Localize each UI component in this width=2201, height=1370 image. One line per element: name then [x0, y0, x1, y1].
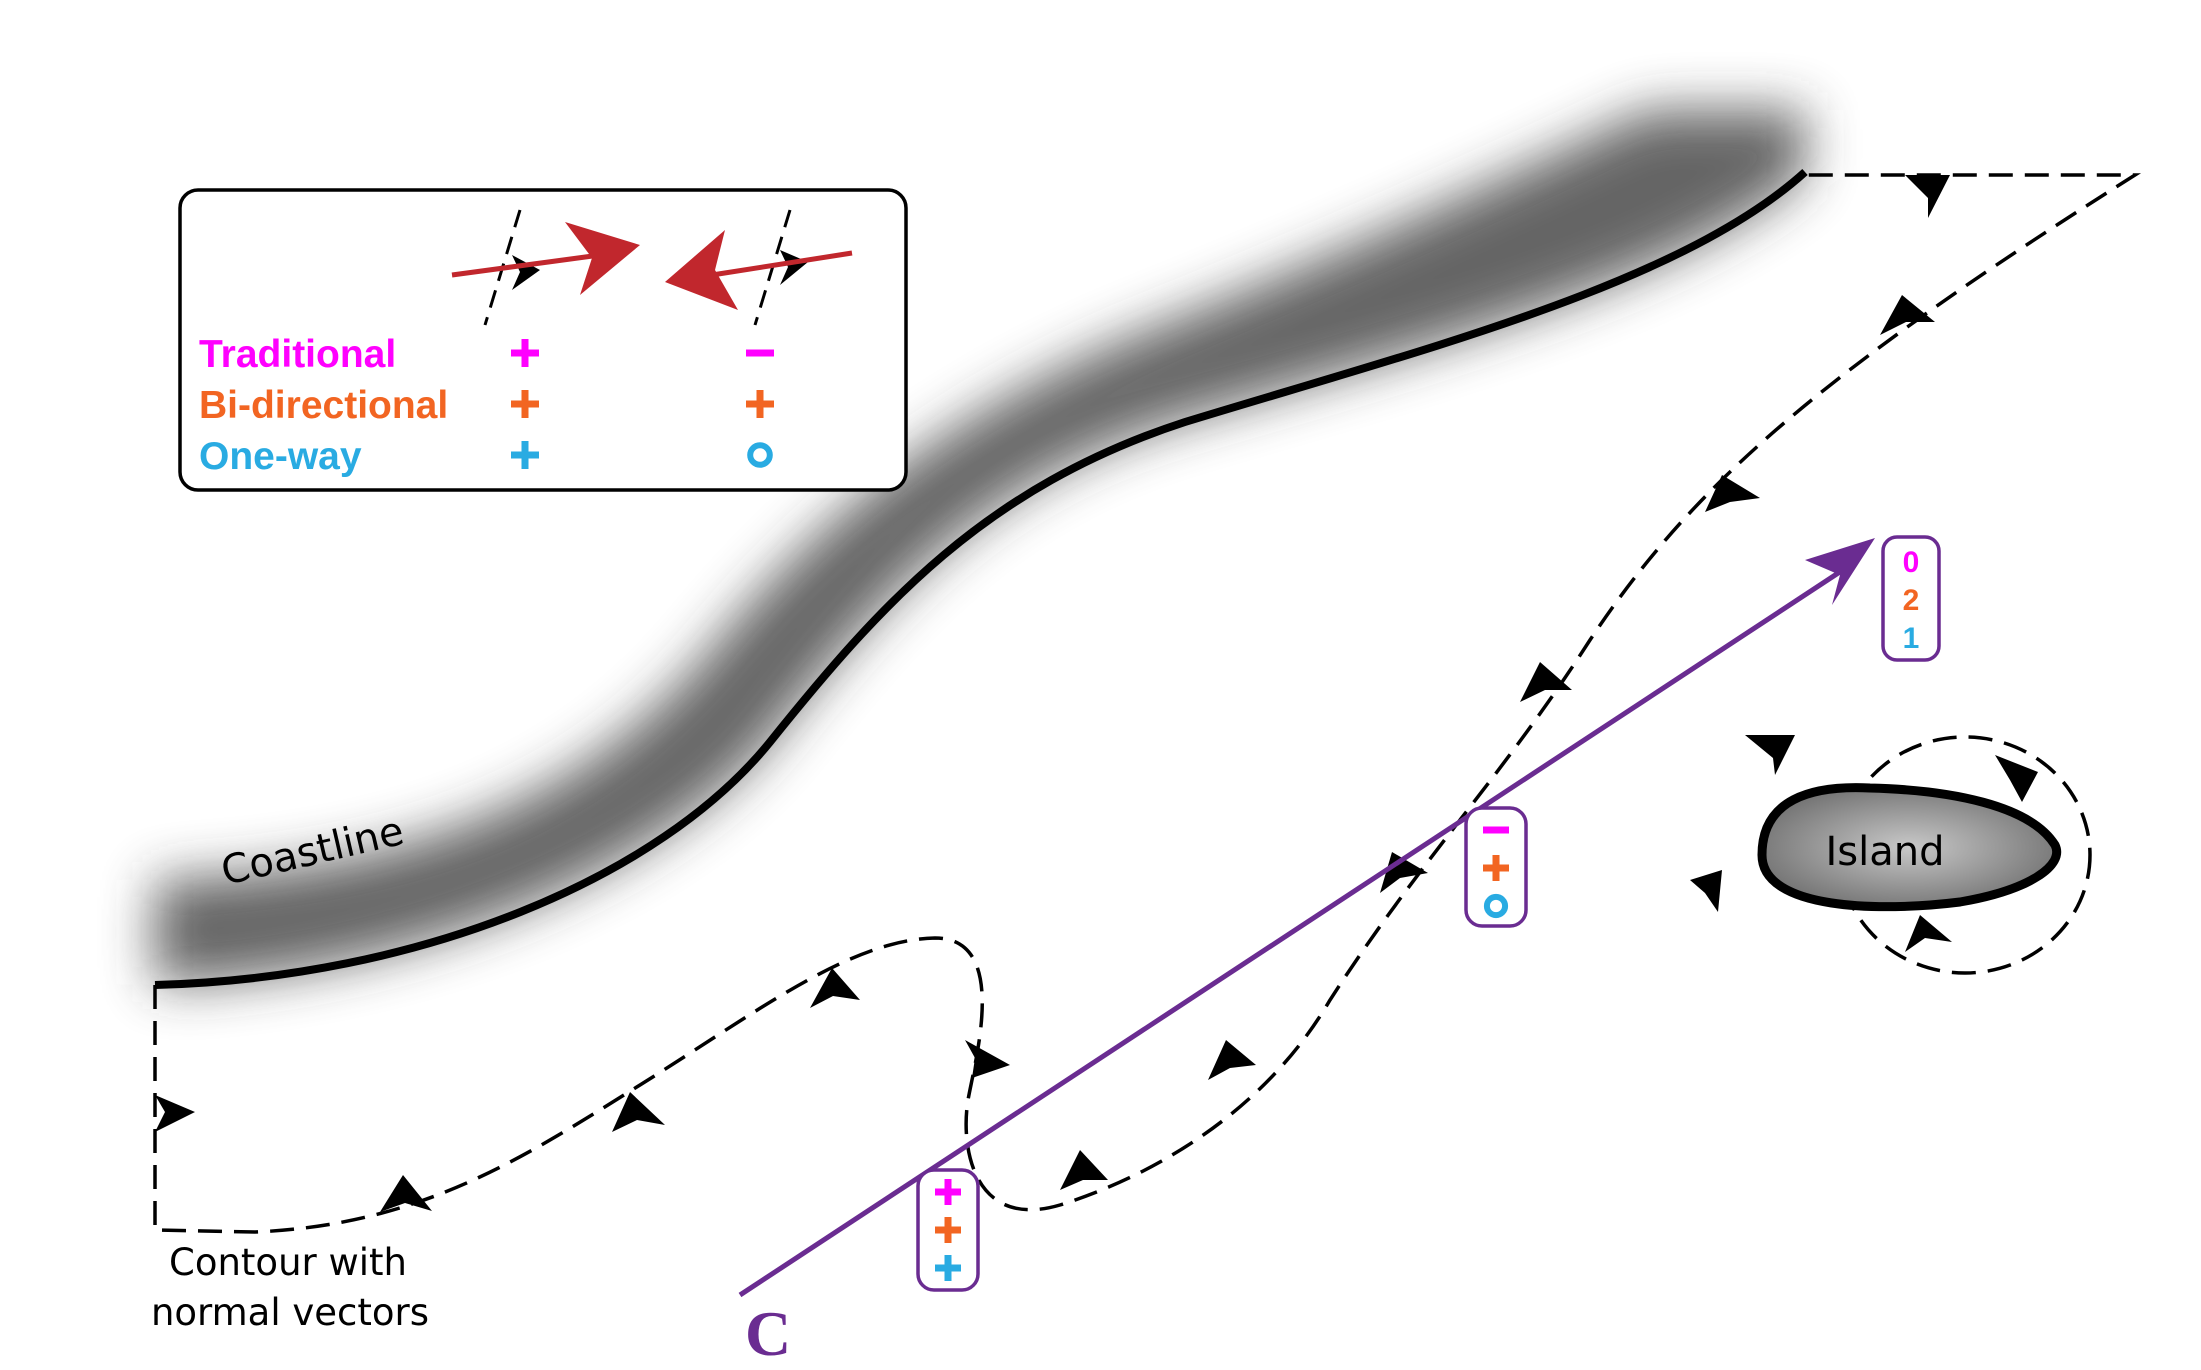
normal-arrow-icon — [1995, 755, 2038, 802]
contour-label-line2: normal vectors — [151, 1291, 429, 1334]
normal-arrow-icon — [380, 1175, 432, 1212]
total-badge-frame — [1881, 535, 1941, 662]
zero-symbol-icon — [1483, 893, 1509, 919]
zero-symbol-icon — [747, 442, 773, 468]
crossing-badge — [1464, 806, 1528, 928]
legend-box — [178, 188, 908, 492]
plus-symbol-icon — [746, 390, 774, 418]
normal-vectors — [155, 175, 2038, 1212]
plus-symbol-icon — [935, 1179, 961, 1205]
path-c-label: C — [745, 1298, 791, 1369]
legend-label-traditional: Traditional — [199, 333, 396, 376]
plus-symbol-icon — [511, 339, 539, 367]
normal-arrow-icon — [1208, 1040, 1256, 1080]
normal-arrow-icon — [1060, 1150, 1108, 1190]
plus-symbol-icon — [935, 1217, 961, 1243]
normal-arrow-icon — [612, 1092, 665, 1132]
legend-label-oneway: One-way — [199, 435, 362, 478]
legend-flow-out-arrowhead-icon — [665, 230, 738, 310]
legend-label-bidirectional: Bi-directional — [199, 384, 448, 427]
contour-label-line1: Contour with — [169, 1241, 407, 1284]
normal-arrow-icon — [1690, 870, 1722, 912]
crossing-badge — [916, 1168, 980, 1292]
island-label: Island — [1825, 829, 1944, 875]
legend-flow-in-arrowhead-icon — [565, 222, 640, 295]
total-traditional: 0 — [1903, 546, 1920, 579]
land-shading — [155, 110, 1805, 985]
total-oneway: 1 — [1903, 622, 1920, 655]
total-bidirectional: 2 — [1903, 584, 1920, 617]
normal-arrow-icon — [965, 1040, 1010, 1078]
normal-arrow-icon — [1905, 915, 1952, 952]
crossing-badges — [916, 806, 1528, 1292]
path-c-arrowhead-icon — [1805, 538, 1875, 605]
normal-arrow-icon — [1745, 735, 1795, 775]
normal-arrow-icon — [155, 1095, 195, 1132]
coastline-line — [154, 169, 1808, 989]
plus-symbol-icon — [511, 390, 539, 418]
normal-arrow-icon — [1880, 295, 1935, 335]
path-c-line — [738, 559, 1857, 1298]
plus-symbol-icon — [1483, 855, 1509, 881]
main-contour — [153, 173, 2142, 1234]
island-shape — [1757, 783, 2062, 912]
legend-flow-in-line — [451, 252, 601, 278]
normal-arrow-icon — [810, 968, 860, 1008]
plus-symbol-icon — [511, 441, 539, 469]
total-badge: 0 2 1 — [1881, 535, 1941, 662]
normal-arrow-icon — [1520, 662, 1572, 702]
plus-symbol-icon — [935, 1255, 961, 1281]
normal-arrow-icon — [1380, 852, 1428, 893]
legend-normal-arrow-icon — [780, 250, 808, 285]
legend-flow-out-line — [711, 250, 853, 278]
normal-arrow-icon — [1705, 475, 1760, 512]
normal-arrow-icon — [1905, 175, 1950, 218]
